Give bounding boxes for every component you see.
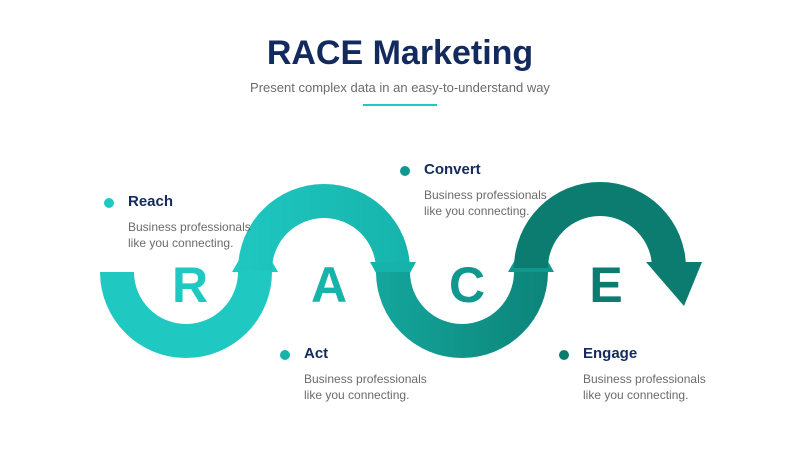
letter-a: A xyxy=(311,257,347,313)
wave-segment-reach xyxy=(100,272,272,358)
wave-segment-convert xyxy=(376,272,548,358)
wave-segment-engage xyxy=(514,182,686,268)
letter-e: E xyxy=(589,257,622,313)
step-heading: Engage xyxy=(583,345,638,362)
letter-r: R xyxy=(172,257,208,313)
wave-segment-act xyxy=(238,184,410,270)
act-bullet-icon xyxy=(280,350,290,360)
title-underline xyxy=(363,104,437,106)
step-description: Business professionals like you connecti… xyxy=(583,372,706,402)
step-description: Business professionals like you connecti… xyxy=(304,372,427,402)
engage-bullet-icon xyxy=(559,350,569,360)
step-description: Business professionals like you connecti… xyxy=(128,220,251,250)
step-heading: Convert xyxy=(424,161,481,178)
step-heading: Reach xyxy=(128,193,174,210)
step-heading: Act xyxy=(304,345,329,362)
step-description: Business professionals like you connecti… xyxy=(424,188,547,218)
page-subtitle: Present complex data in an easy-to-under… xyxy=(250,80,550,95)
letter-c: C xyxy=(449,257,485,313)
reach-bullet-icon xyxy=(104,198,114,208)
arrow-down-engage-icon xyxy=(646,262,702,306)
page-title: RACE Marketing xyxy=(266,34,534,72)
convert-bullet-icon xyxy=(400,166,410,176)
